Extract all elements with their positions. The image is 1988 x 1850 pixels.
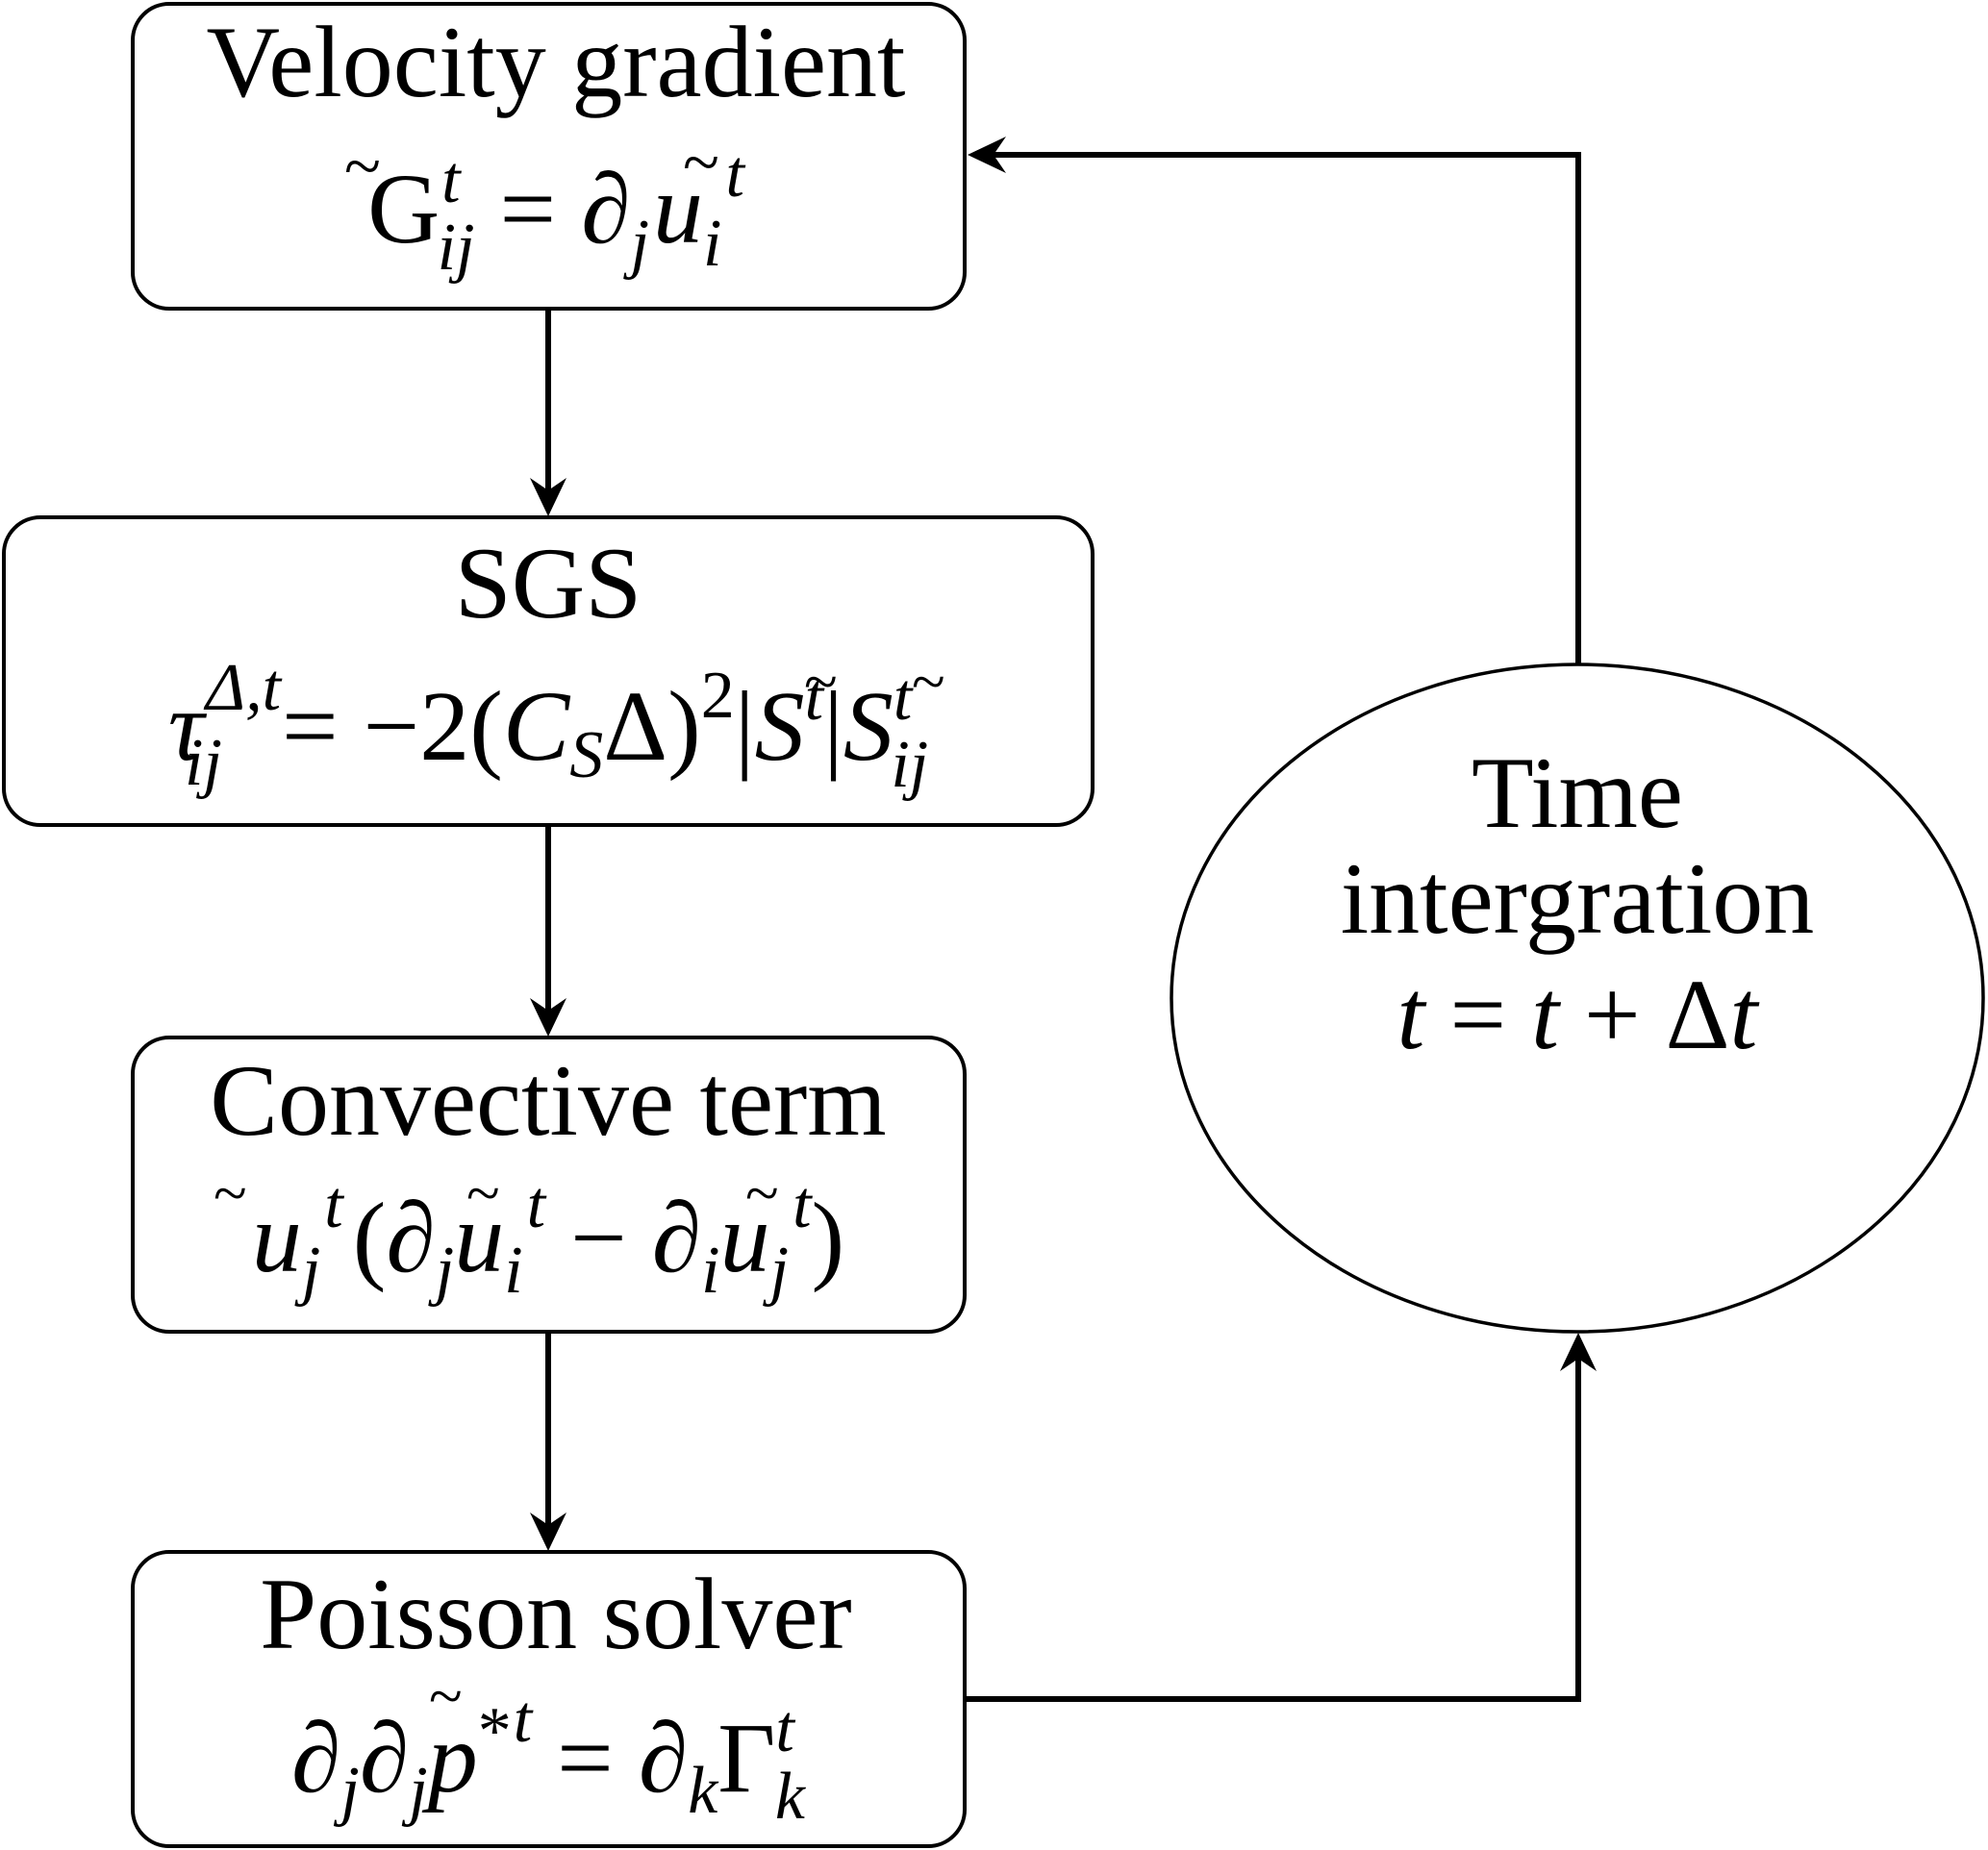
arrowhead-down-icon [530,1512,566,1551]
tilde-mark: ~ [683,126,719,200]
node-formula: t = t + Δt [1397,960,1760,1070]
tilde-mark: ~ [745,1159,779,1227]
node-title-line-1: Time [1472,737,1683,849]
tilde-mark: ~ [429,1662,463,1730]
tilde-mark: ~ [804,647,838,715]
edge-velocity-to-sgs [530,309,566,516]
node-title: Convective term [210,1044,887,1157]
node-time-integration: Time intergration t = t + Δt [1170,662,1985,1334]
tilde-mark: ~ [214,1159,247,1227]
edge-poisson-to-time [965,1333,1597,1702]
node-title: Poisson solver [260,1558,851,1670]
tilde-mark: ~ [466,1159,500,1227]
arrowhead-left-icon [968,137,1006,173]
edge-sgs-to-convective [530,825,566,1037]
arrowhead-up-icon [1560,1333,1597,1371]
arrowhead-down-icon [530,478,566,516]
edge-time-to-velocity [968,137,1581,663]
tilde-mark: ~ [912,647,945,715]
node-title: Velocity gradient [206,6,905,118]
node-convective-term: Convective term ujt(∂juit − ∂iujt) ~ ~ ~ [131,1036,967,1334]
node-formula: ujt(∂juit − ∂iujt) [252,1168,844,1308]
node-title-line-2: intergration [1341,842,1815,955]
tilde-mark: ~ [344,130,381,204]
edge-convective-to-poisson [530,1332,566,1551]
arrowhead-down-icon [530,998,566,1037]
node-title: SGS [455,527,642,639]
